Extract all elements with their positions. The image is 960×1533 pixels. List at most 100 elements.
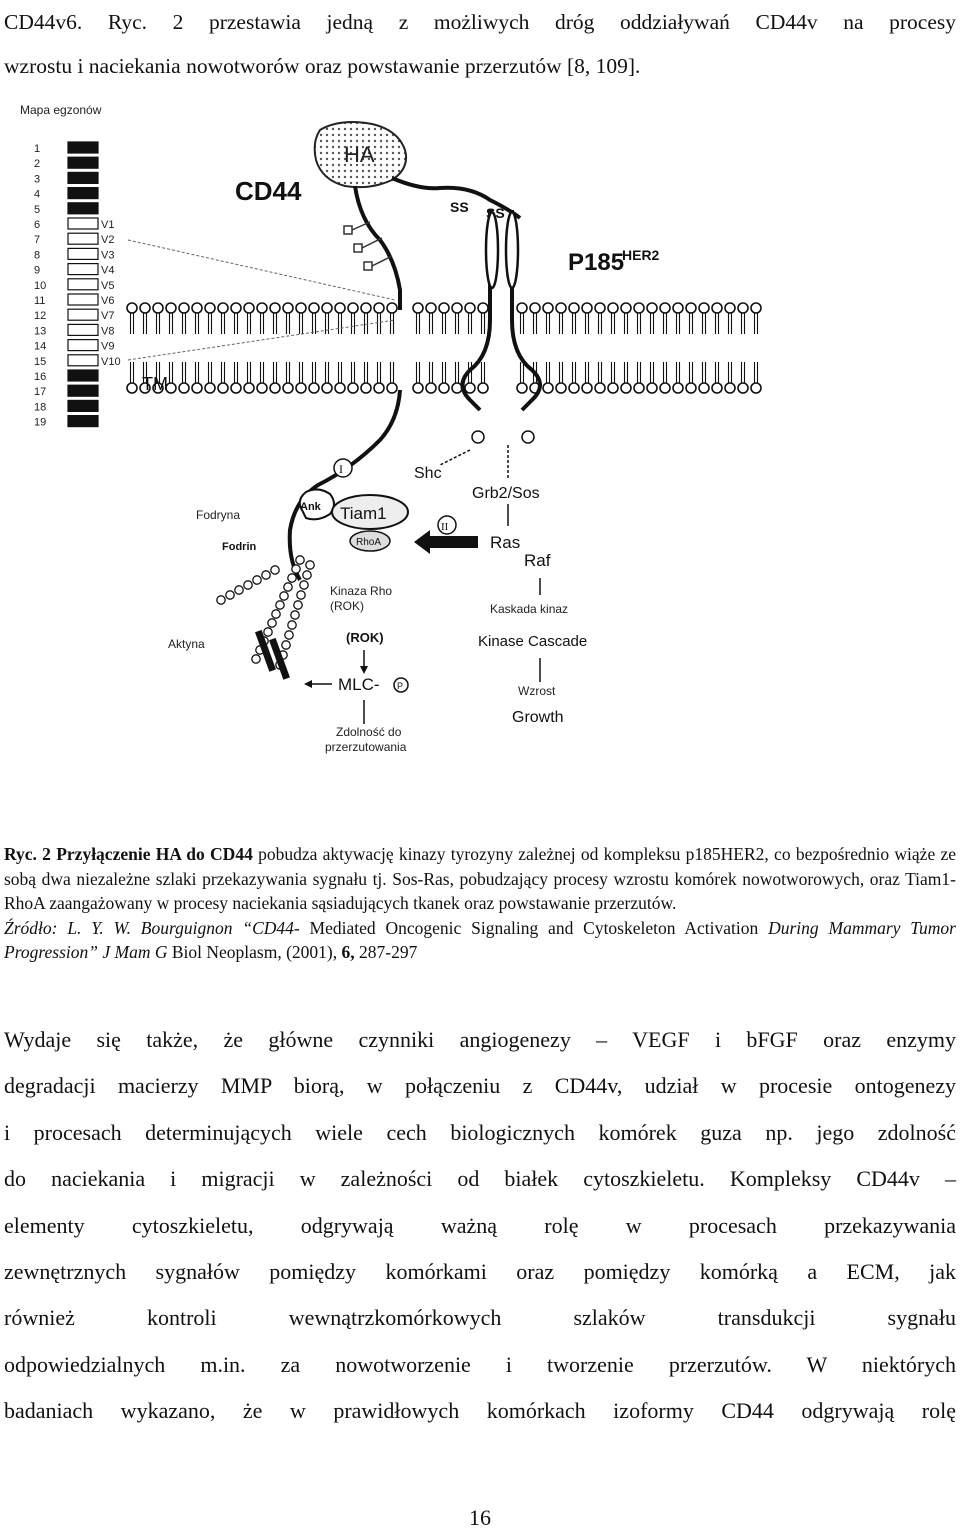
caption-source-italic-2: During Mammary Tumor Progression” J Mam … bbox=[4, 917, 956, 963]
actin-bead bbox=[296, 590, 306, 600]
lipid-head bbox=[750, 382, 762, 394]
rhoa-shape bbox=[349, 530, 391, 552]
body-line: i procesach determinujących wiele cech b… bbox=[4, 1119, 956, 1145]
caption-source-mid: Mediated Oncogenic Signaling and Cytoske… bbox=[299, 917, 769, 938]
lipid-head bbox=[412, 302, 424, 314]
variant-label: V9 bbox=[101, 341, 114, 353]
fodrin-label: Fodrin bbox=[222, 541, 256, 553]
mlc-p-label: P bbox=[397, 681, 403, 691]
actin-filaments bbox=[216, 555, 315, 670]
lipid-head bbox=[750, 302, 762, 314]
constant-exon-box bbox=[67, 369, 99, 382]
exon-number: 3 bbox=[34, 173, 40, 185]
lipid-head bbox=[737, 382, 749, 394]
caption-source-end-1: Biol Neoplasm, (2001), bbox=[167, 942, 342, 962]
wzrost-label: Wzrost bbox=[518, 684, 556, 698]
lipid-head bbox=[178, 382, 190, 394]
fodryna-label: Fodryna bbox=[196, 508, 241, 522]
variant-exon-box bbox=[67, 263, 99, 276]
constant-exon-box bbox=[67, 202, 99, 215]
lipid-head bbox=[711, 302, 723, 314]
exon-number: 11 bbox=[34, 295, 45, 307]
lipid-head bbox=[659, 382, 671, 394]
exon-number: 2 bbox=[34, 158, 40, 170]
kinase-cascade-label: Kinase Cascade bbox=[478, 633, 587, 650]
variant-label: V5 bbox=[101, 280, 114, 292]
lipid-head bbox=[373, 382, 385, 394]
actin-bead bbox=[295, 555, 305, 565]
actin-bead bbox=[281, 640, 291, 650]
actin-bead bbox=[270, 565, 280, 575]
lipid-head bbox=[568, 302, 580, 314]
pathway-i-marker bbox=[333, 458, 353, 478]
actin-bead bbox=[302, 570, 312, 580]
p185-domain-right bbox=[504, 210, 520, 290]
lipid-head bbox=[542, 302, 554, 314]
exon-number: 17 bbox=[34, 386, 46, 398]
exon-number: 16 bbox=[34, 371, 46, 383]
actin-bead bbox=[261, 570, 271, 580]
tiam1-label: Tiam1 bbox=[340, 504, 387, 523]
actin-bead bbox=[252, 575, 262, 585]
lipid-head bbox=[321, 382, 333, 394]
lipid-head bbox=[230, 382, 242, 394]
lipid-head bbox=[542, 382, 554, 394]
body-line: do naciekania i migracji w zależności od… bbox=[4, 1166, 956, 1192]
lipid-head bbox=[607, 382, 619, 394]
actin-bead bbox=[305, 560, 315, 570]
lipid-head bbox=[477, 302, 489, 314]
variant-label: V4 bbox=[101, 265, 114, 277]
exon-number: 4 bbox=[34, 189, 40, 201]
lipid-head bbox=[347, 302, 359, 314]
body-line: Wydaje się także, że główne czynniki ang… bbox=[4, 1027, 956, 1052]
ras-label: Ras bbox=[490, 533, 520, 552]
body-line: zewnętrznych sygnałów pomiędzy komórkami… bbox=[4, 1259, 956, 1285]
cd44-cytoplasmic-tail bbox=[287, 389, 402, 582]
lipid-head bbox=[620, 302, 632, 314]
exon-number: 18 bbox=[34, 401, 46, 413]
rok-mlc-arrowhead bbox=[360, 666, 368, 674]
lipid-head bbox=[165, 382, 177, 394]
caption-text: pobudza aktywację kinazy tyrozyny zależn… bbox=[4, 844, 957, 913]
lipid-head bbox=[425, 302, 437, 314]
caption-source-volume: 6, bbox=[341, 942, 355, 962]
lipid-head bbox=[308, 302, 320, 314]
pathway-ii-label: II bbox=[441, 521, 449, 533]
variant-label: V3 bbox=[101, 249, 114, 261]
lipid-head bbox=[191, 302, 203, 314]
variant-exon-box bbox=[67, 323, 99, 336]
exon-number: 10 bbox=[34, 280, 46, 292]
variant-label: V1 bbox=[101, 219, 114, 231]
lipid-head bbox=[360, 302, 372, 314]
exon-number: 9 bbox=[34, 265, 40, 277]
actin-bead bbox=[287, 573, 297, 583]
lipid-head bbox=[516, 302, 528, 314]
lipid-head bbox=[412, 382, 424, 394]
lipid-head bbox=[698, 382, 710, 394]
kaskada-kinaz-label: Kaskada kinaz bbox=[490, 602, 569, 616]
actin-bead bbox=[267, 618, 277, 628]
constant-exon-box bbox=[67, 415, 99, 428]
constant-exon-box bbox=[67, 156, 99, 169]
lipid-head bbox=[256, 382, 268, 394]
actin-bead bbox=[275, 600, 285, 610]
zdolnosc-label-2: przerzutowania bbox=[325, 740, 407, 754]
lipid-head bbox=[152, 382, 164, 394]
actin-bead bbox=[284, 630, 294, 640]
exon-number: 8 bbox=[34, 249, 40, 261]
lipid-head bbox=[152, 302, 164, 314]
lipid-head bbox=[308, 382, 320, 394]
growth-label: Growth bbox=[512, 709, 564, 726]
lipid-head bbox=[204, 302, 216, 314]
lipid-head bbox=[126, 382, 138, 394]
lipid-head bbox=[243, 302, 255, 314]
lipid-head bbox=[659, 302, 671, 314]
lipid-head bbox=[438, 302, 450, 314]
cell-membrane bbox=[126, 302, 762, 394]
kinaza-rho-label-2: (ROK) bbox=[330, 599, 364, 613]
rok-label: (ROK) bbox=[346, 630, 384, 645]
lipid-head bbox=[594, 302, 606, 314]
lipid-head bbox=[373, 302, 385, 314]
